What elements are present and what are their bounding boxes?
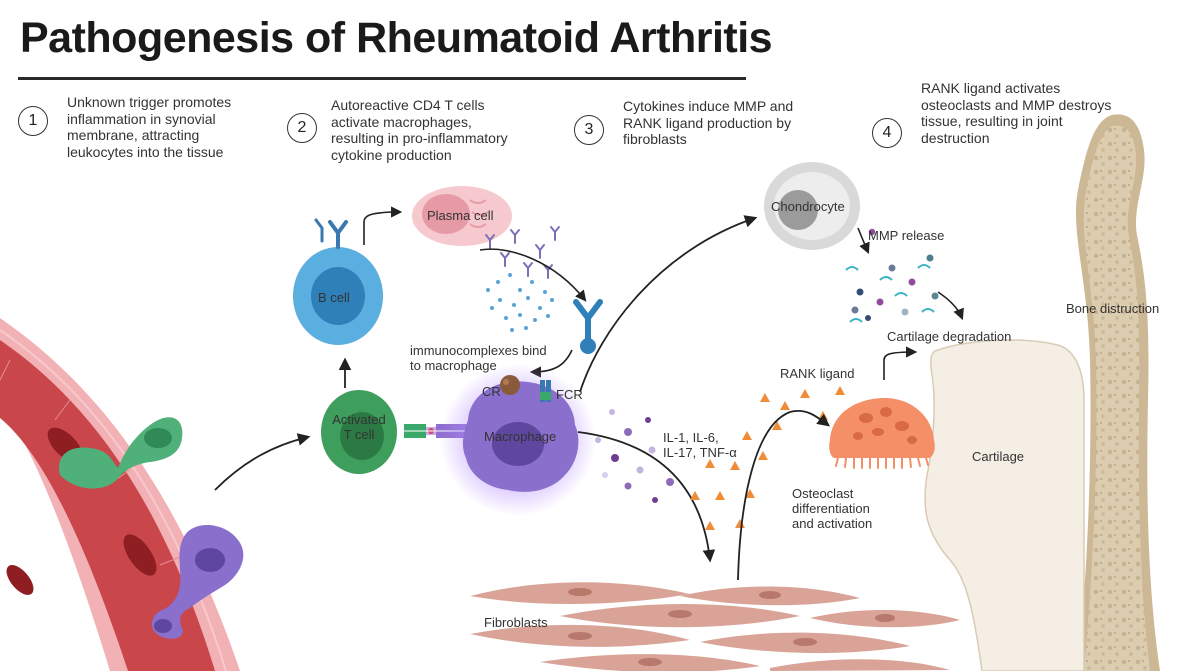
arrow-plasma-to-complex xyxy=(479,248,587,302)
arrow-fibroblasts-to-osteoclast xyxy=(737,410,830,581)
macrophage xyxy=(440,364,596,516)
b-cell-label: B cell xyxy=(318,290,350,305)
chondrocyte-label: Chondrocyte xyxy=(771,199,845,214)
antibodies xyxy=(485,226,560,279)
title-underline xyxy=(18,77,746,80)
antigen-dots xyxy=(486,273,554,332)
step-1-line-3: membrane, attracting xyxy=(67,127,200,143)
plasma-cell xyxy=(412,186,512,246)
activated-t-cell-label: Activated T cell xyxy=(322,412,396,442)
arrow-macrophage-to-chondrocyte xyxy=(579,215,758,393)
step-4-number: 4 xyxy=(872,118,902,148)
activated-t-cell-line-1: Activated xyxy=(332,412,386,427)
chondrocyte xyxy=(764,162,860,250)
step-4-line-3: tissue, resulting in joint xyxy=(921,113,1063,129)
b-cell xyxy=(293,218,383,345)
arrow-chondrocyte-to-mmp xyxy=(857,227,870,255)
step-3-line-1: Cytokines induce MMP and xyxy=(623,98,794,114)
step-4-line-4: destruction xyxy=(921,129,990,146)
step-2-line-1: Autoreactive CD4 T cells xyxy=(331,97,485,113)
cartilage-label: Cartilage xyxy=(972,449,1025,464)
cr-label: CR xyxy=(482,384,501,399)
cartilage-degradation-label: Cartilage degradation xyxy=(887,329,1012,344)
step-2-line-4: cytokine production xyxy=(331,146,452,163)
step-2-number: 2 xyxy=(287,113,317,143)
mmp-particles xyxy=(845,228,939,323)
mmp-release-label: MMP release xyxy=(868,228,945,243)
osteoclast-line-2: differentiation xyxy=(792,501,870,516)
step-1-line-4: leukocytes into the tissue xyxy=(67,143,224,160)
step-4-text: RANK ligand activates osteoclasts and MM… xyxy=(921,80,1111,146)
step-2-text: Autoreactive CD4 T cells activate macrop… xyxy=(331,97,508,163)
immunocomplexes-line-2: to macrophage xyxy=(410,358,497,373)
bone xyxy=(1075,114,1160,671)
step-3-text: Cytokines induce MMP and RANK ligand pro… xyxy=(623,98,793,148)
activated-t-cell-line-2: T cell xyxy=(343,427,375,442)
step-3-number: 3 xyxy=(574,115,604,145)
step-4-line-1: RANK ligand activates xyxy=(921,80,1061,96)
cytokines-label: IL-1, IL-6, IL-17, TNF-α xyxy=(663,430,737,460)
osteoclast-line-3: and activation xyxy=(792,516,873,531)
cytokine-dots xyxy=(595,409,674,503)
bone-destruction-label: Bone distruction xyxy=(1066,301,1160,316)
step-3-line-3: fibroblasts xyxy=(623,131,687,147)
step-2-line-2: activate macrophages, xyxy=(331,113,472,130)
activated-t-cell xyxy=(321,390,397,474)
immunocomplexes-label: immunocomplexes bind to macrophage xyxy=(410,343,547,373)
rank-ligand-label: RANK ligand xyxy=(780,366,855,381)
cytokines-line-1: IL-1, IL-6, xyxy=(663,430,719,445)
arrow-rank-to-degradation xyxy=(883,346,918,380)
leukocyte-purple xyxy=(151,524,244,639)
immunocomplex xyxy=(573,299,603,354)
cartilage xyxy=(924,339,1085,671)
step-1-line-2: inflammation in synovial xyxy=(67,110,216,127)
step-2-line-3: resulting in pro-inflammatory xyxy=(331,130,508,146)
macrophage-label: Macrophage xyxy=(484,429,557,444)
step-3-line-2: RANK ligand production by xyxy=(623,114,792,131)
page-title: Pathogenesis of Rheumatoid Arthritis xyxy=(20,14,773,62)
step-1-line-1: Unknown trigger promotes xyxy=(67,94,232,110)
immunocomplexes-line-1: immunocomplexes bind xyxy=(410,343,547,358)
osteoclast xyxy=(829,398,935,469)
blood-vessel xyxy=(0,318,240,671)
cytokines-line-2: IL-17, TNF-α xyxy=(663,445,737,460)
arrow-bcell-to-plasma xyxy=(363,206,403,245)
fibroblasts-label: Fibroblasts xyxy=(484,615,548,630)
plasma-cell-label: Plasma cell xyxy=(427,208,494,223)
step-1-text: Unknown trigger promotes inflammation in… xyxy=(67,94,231,160)
arrow-mmp-to-degradation xyxy=(937,291,964,321)
step-1-number: 1 xyxy=(18,106,48,136)
fibroblasts xyxy=(470,582,960,671)
arrow-macrophage-to-fibroblasts xyxy=(577,431,716,563)
osteoclast-label: Osteoclast differentiation and activatio… xyxy=(792,486,872,531)
fcr-label: FCR xyxy=(556,387,583,402)
step-4-line-2: osteoclasts and MMP destroys xyxy=(921,96,1112,113)
leukocyte-green xyxy=(59,417,183,489)
arrow-vessel-to-tcell xyxy=(214,433,311,491)
osteoclast-line-1: Osteoclast xyxy=(792,486,854,501)
